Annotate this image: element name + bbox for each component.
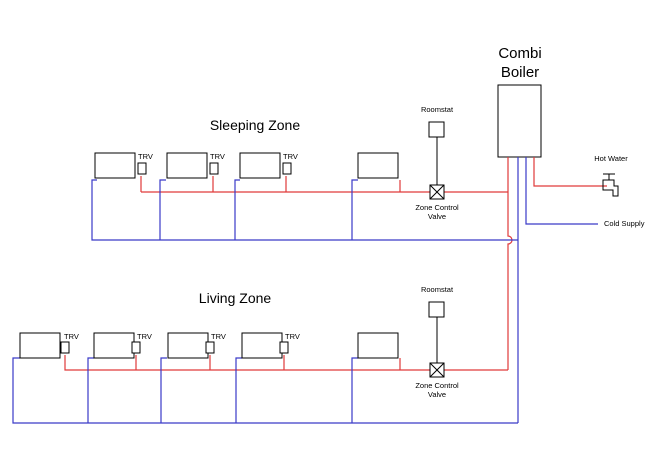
- sleeping-zone: Sleeping Zone TRV TRV TRV Roomstat Zone …: [91, 105, 518, 241]
- boiler-label-line2: Boiler: [501, 64, 539, 81]
- living-radiator-2: [93, 332, 135, 359]
- living-trv-4: [279, 341, 289, 354]
- sleeping-trv-1: [137, 162, 147, 175]
- hot-water-label: Hot Water: [594, 154, 628, 163]
- flow-main-riser: [507, 157, 513, 370]
- sleeping-trv-3: [282, 162, 292, 175]
- cold-supply: Cold Supply: [525, 157, 645, 228]
- boiler-unit: [497, 84, 542, 158]
- sleeping-trv-label-3: TRV: [283, 152, 298, 161]
- sleeping-radiator-2: [166, 152, 208, 179]
- sleeping-trv-2: [209, 162, 219, 175]
- living-return-pipe: [12, 357, 518, 424]
- living-radiator-5: [357, 332, 399, 359]
- hot-water-outlet: Hot Water: [533, 154, 628, 197]
- sleeping-trv-label-1: TRV: [138, 152, 153, 161]
- sleeping-roomstat: [428, 121, 445, 138]
- living-trv-label-4: TRV: [285, 332, 300, 341]
- tap-icon: [602, 173, 619, 197]
- living-radiator-4: [241, 332, 283, 359]
- combi-boiler: Combi Boiler: [497, 45, 542, 158]
- living-valve-label-1: Zone Control: [415, 381, 459, 390]
- living-roomstat-label: Roomstat: [421, 285, 454, 294]
- living-trv-label-1: TRV: [64, 332, 79, 341]
- sleeping-zone-title: Sleeping Zone: [210, 117, 301, 133]
- living-trv-1: [60, 341, 70, 354]
- sleeping-radiator-1: [94, 152, 136, 179]
- cold-supply-label: Cold Supply: [604, 219, 645, 228]
- boiler-label-line1: Combi: [498, 45, 541, 62]
- sleeping-roomstat-label: Roomstat: [421, 105, 454, 114]
- sleeping-valve-label-1: Zone Control: [415, 203, 459, 212]
- boiler-main-pipes: [507, 157, 519, 423]
- hot-water-pipe: [533, 157, 607, 187]
- living-radiator-1: [19, 332, 61, 359]
- living-zone: Living Zone TRV TRV TRV TRV Roomstat Zo: [12, 285, 518, 424]
- living-flow-branches: [64, 355, 430, 371]
- sleeping-return-pipe: [91, 179, 518, 241]
- living-zone-title: Living Zone: [199, 290, 272, 306]
- living-radiator-3: [167, 332, 209, 359]
- sleeping-radiator-4: [357, 152, 399, 179]
- sleeping-zone-valve-icon: [429, 184, 445, 200]
- living-roomstat: [428, 301, 445, 318]
- sleeping-flow-branches: [140, 176, 430, 193]
- living-trv-label-2: TRV: [137, 332, 152, 341]
- sleeping-radiator-3: [239, 152, 281, 179]
- sleeping-valve-label-2: Valve: [428, 212, 446, 221]
- living-zone-valve-icon: [429, 362, 445, 378]
- sleeping-trv-label-2: TRV: [210, 152, 225, 161]
- living-trv-2: [131, 341, 141, 354]
- living-valve-label-2: Valve: [428, 390, 446, 399]
- cold-supply-pipe: [525, 157, 598, 225]
- living-trv-label-3: TRV: [211, 332, 226, 341]
- living-trv-3: [205, 341, 215, 354]
